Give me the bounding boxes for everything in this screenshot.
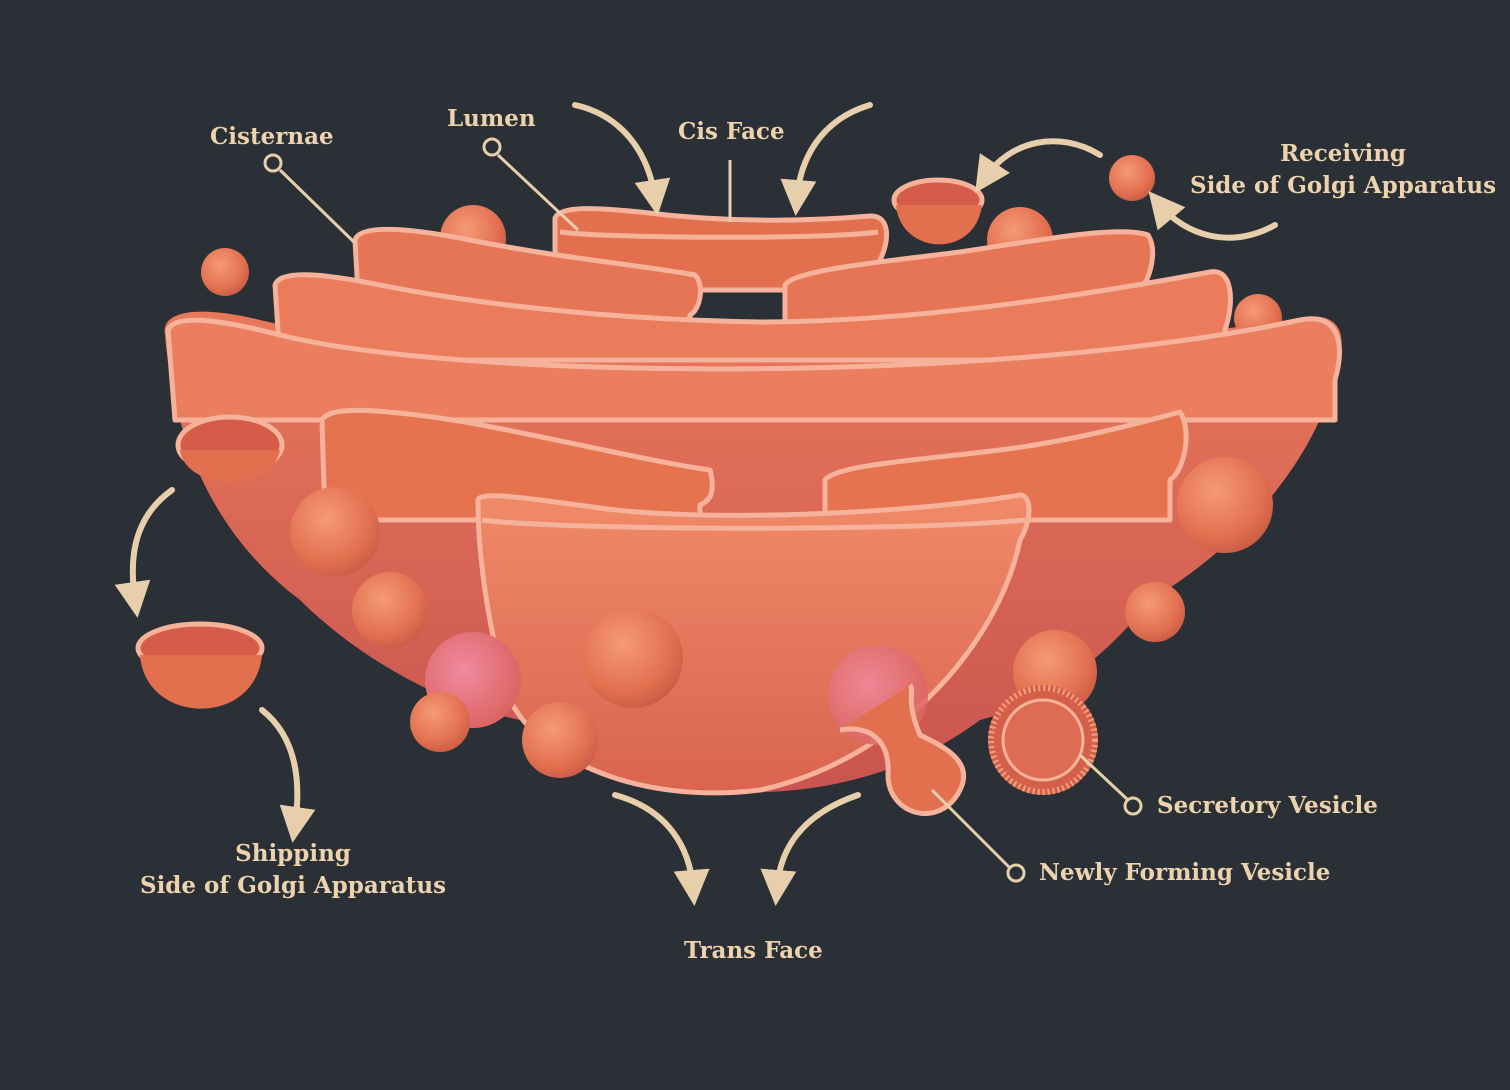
arrow-receiving-top	[985, 141, 1100, 178]
arrow-trans-left	[615, 795, 693, 888]
label-receiving-side: Receiving Side of Golgi Apparatus	[1188, 138, 1498, 202]
label-cis-face: Cis Face	[678, 116, 785, 148]
label-trans-face: Trans Face	[684, 935, 823, 967]
arrow-cis-left	[575, 105, 655, 198]
label-secretory-vesicle: Secretory Vesicle	[1157, 790, 1378, 822]
label-newly-forming-vesicle: Newly Forming Vesicle	[1039, 857, 1330, 889]
label-lumen: Lumen	[447, 103, 536, 135]
label-shipping-line2: Side of Golgi Apparatus	[138, 870, 448, 902]
label-shipping-line1: Shipping	[138, 838, 448, 870]
label-receiving-line2: Side of Golgi Apparatus	[1188, 170, 1498, 202]
label-shipping-side: Shipping Side of Golgi Apparatus	[138, 838, 448, 902]
arrow-shipping-bottom	[262, 710, 297, 825]
arrow-shipping-top	[133, 490, 172, 600]
label-receiving-line1: Receiving	[1188, 138, 1498, 170]
label-cisternae: Cisternae	[210, 121, 334, 153]
arrow-receiving-bottom	[1160, 205, 1275, 238]
arrow-trans-right	[777, 795, 858, 888]
secretory-vesicle-shape	[988, 685, 1098, 795]
arrow-cis-right	[797, 105, 870, 198]
